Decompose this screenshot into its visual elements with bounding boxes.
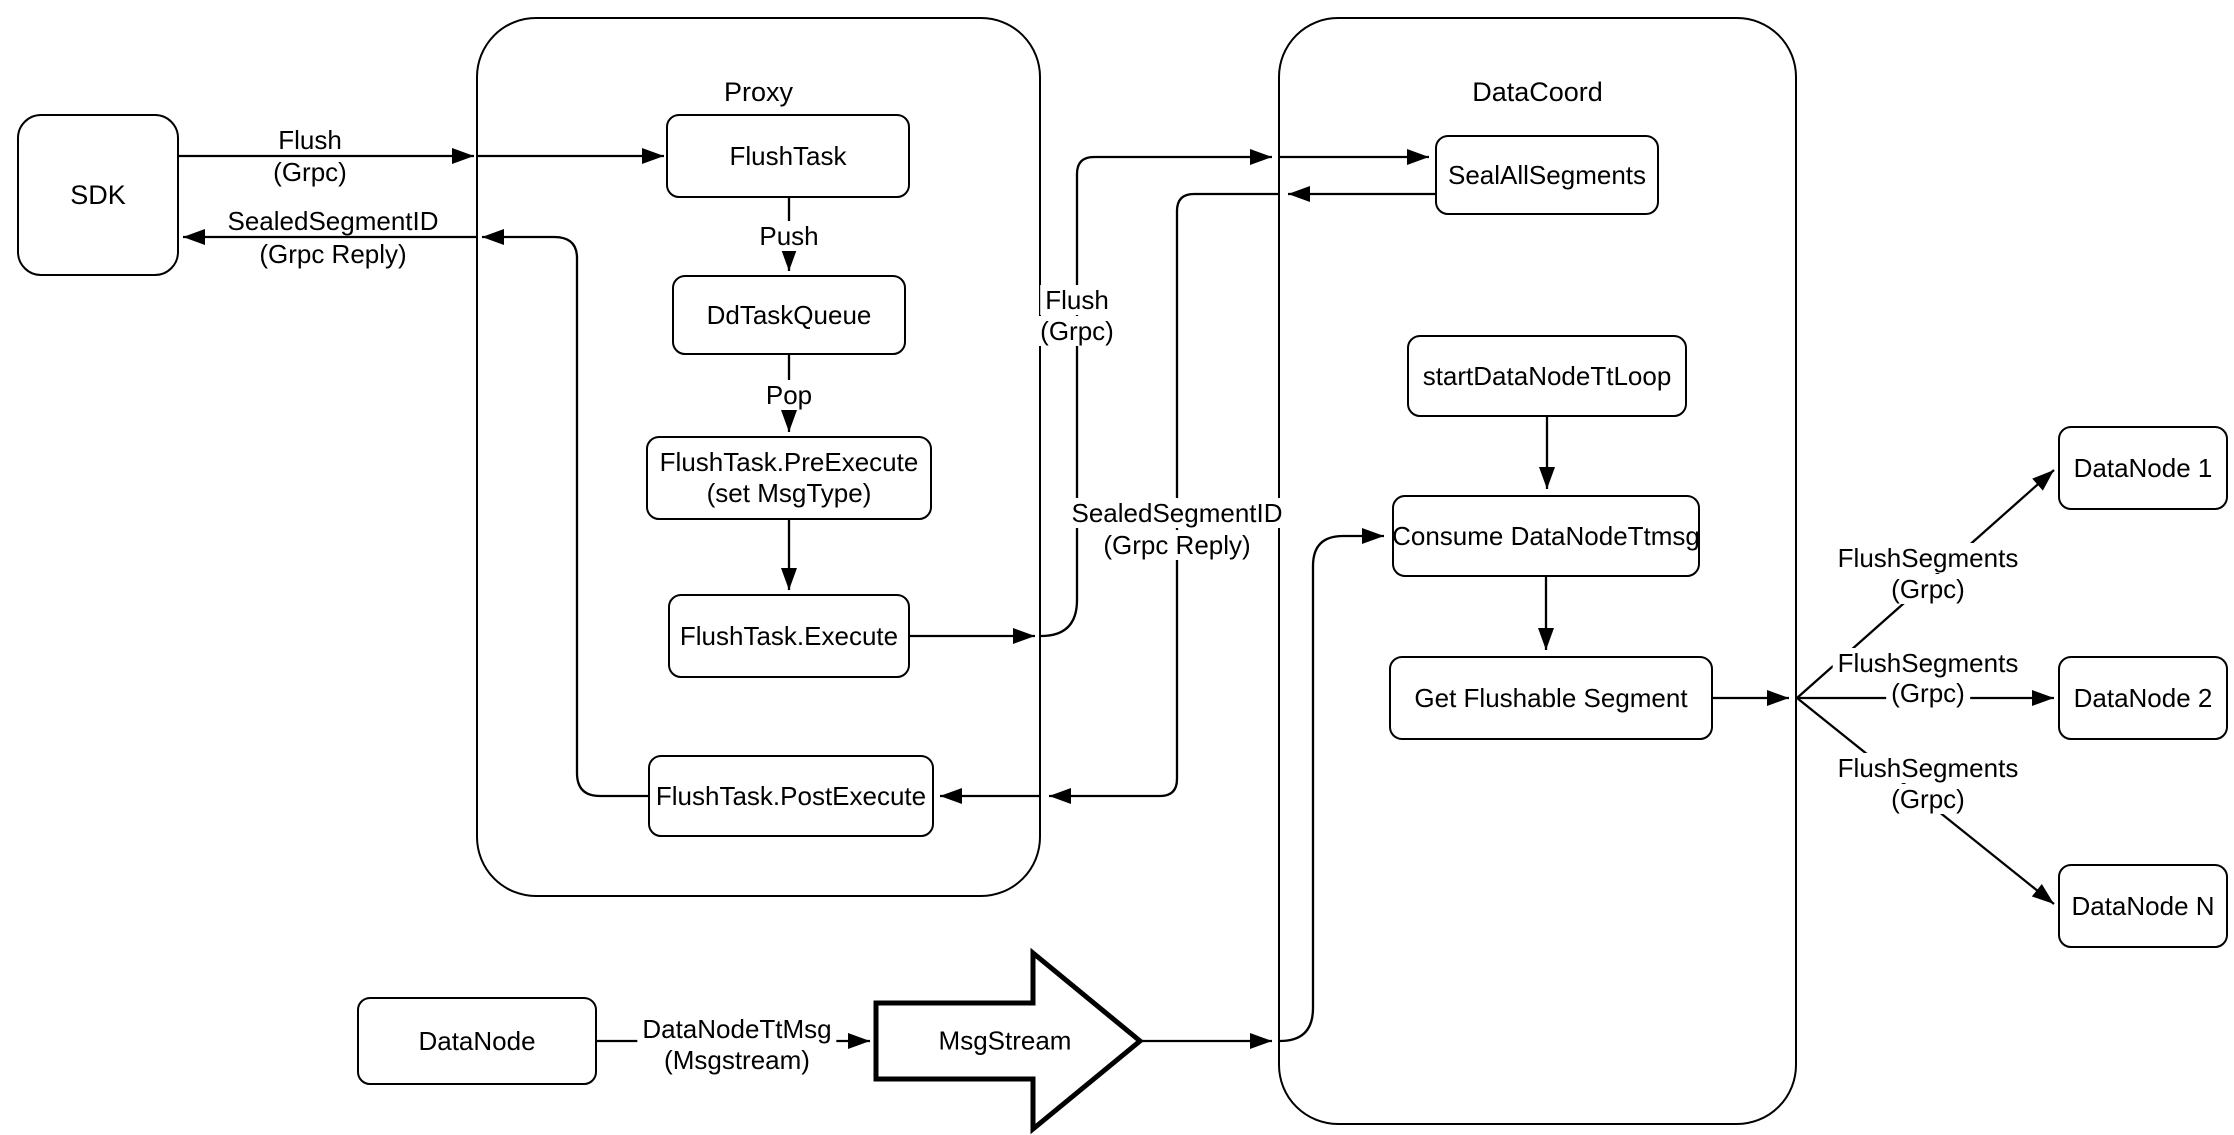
node-flushtask-execute: FlushTask.Execute <box>668 594 910 678</box>
label-datanodettmsg-line2: (Msgstream) <box>659 1045 815 1075</box>
label-flush-grpc-line1: Flush <box>278 125 342 155</box>
label-flushsegments3-line2: (Grpc) <box>1886 784 1970 814</box>
node-flushtask-preexecute-line1: FlushTask.PreExecute <box>659 447 919 477</box>
label-datacoord-reply-line1: SealedSegmentID <box>1066 498 1288 528</box>
label-push: Push <box>754 221 824 251</box>
label-datanodettmsg-line1: DataNodeTtMsg <box>637 1014 837 1044</box>
label-proxy-flush-line1: Flush <box>1040 285 1114 315</box>
edge-reply-down-to-proxy <box>1049 192 1278 804</box>
proxy-container-title: Proxy <box>723 77 794 107</box>
proxy-container: Proxy <box>476 17 1041 897</box>
node-datanode-n: DataNode N <box>2058 864 2228 948</box>
label-flushsegments1-line1: FlushSegments <box>1832 543 2024 573</box>
datacoord-container: DataCoord <box>1278 17 1797 1125</box>
node-flushtask-preexecute: FlushTask.PreExecute (set MsgType) <box>646 436 932 520</box>
edge-reply-postexecute-to-proxy-edge <box>482 229 648 798</box>
label-pop: Pop <box>760 380 818 410</box>
label-flushsegments3-line1: FlushSegments <box>1832 753 2024 783</box>
node-startdatanodettloop: startDataNodeTtLoop <box>1407 335 1687 417</box>
node-sdk: SDK <box>17 114 179 276</box>
node-datanode-1: DataNode 1 <box>2058 426 2228 510</box>
node-datanode: DataNode <box>357 997 597 1085</box>
edge-msgstream-up-to-consume <box>1279 528 1384 1043</box>
datacoord-container-title: DataCoord <box>1472 77 1603 107</box>
node-datanode-2: DataNode 2 <box>2058 656 2228 740</box>
node-consume-datanodettmsg: Consume DataNodeTtmsg <box>1392 495 1700 577</box>
node-flushtask-postexecute: FlushTask.PostExecute <box>648 755 934 837</box>
node-sealallsegments: SealAllSegments <box>1435 135 1659 215</box>
label-datacoord-reply-line2: (Grpc Reply) <box>1098 530 1256 560</box>
label-flushsegments1-line2: (Grpc) <box>1886 574 1970 604</box>
label-flushsegments2-line2: (Grpc) <box>1886 678 1970 708</box>
label-flushsegments2-line1: FlushSegments <box>1832 648 2024 678</box>
edge-flush-up-to-datacoord <box>1040 149 1272 638</box>
msgstream-label: MsgStream <box>938 1025 1072 1056</box>
msgstream-arrow-shape <box>873 947 1144 1135</box>
node-ddtaskqueue: DdTaskQueue <box>672 275 906 355</box>
node-flushtask-preexecute-line2: (set MsgType) <box>706 478 872 508</box>
node-get-flushable-segment: Get Flushable Segment <box>1389 656 1713 740</box>
label-proxy-flush-line2: (Grpc) <box>1035 316 1119 346</box>
label-flush-grpc-line2: (Grpc) <box>273 157 347 187</box>
label-sealedsegmentid-line1: SealedSegmentID <box>227 206 439 236</box>
label-sealedsegmentid-line2: (Grpc Reply) <box>259 239 407 269</box>
node-flushtask: FlushTask <box>666 114 910 198</box>
